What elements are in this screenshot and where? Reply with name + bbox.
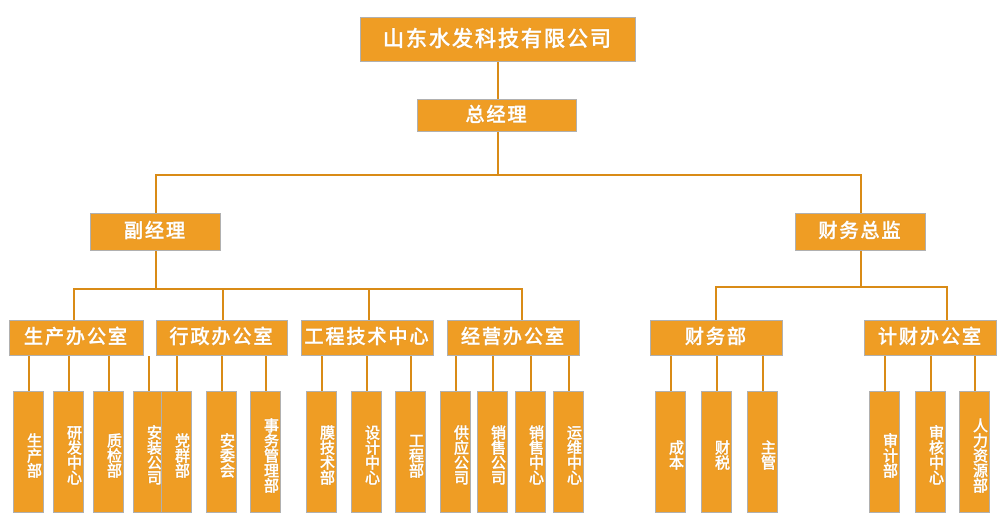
connector-bus-to-deputy [155,174,157,213]
node-supervisor[interactable]: 主管 [747,391,778,513]
node-business-office[interactable]: 经营办公室 [447,320,580,356]
connector-leaf-7 [265,356,267,392]
connector-leaf-15 [670,356,672,392]
node-party-mass-dept[interactable]: 党群部 [161,391,192,513]
connector-leaf-10 [410,356,412,392]
node-engineering-dept[interactable]: 工程部 [395,391,426,513]
connector-leaf-3 [108,356,110,392]
connector-bus-to-engineering-center [368,288,370,321]
node-finance-director[interactable]: 财务总监 [795,213,926,251]
connector-leaf-5 [176,356,178,392]
connector-bus-to-business-office [521,288,523,321]
node-review-center[interactable]: 审核中心 [915,391,946,513]
connector-leaf-20 [974,356,976,392]
node-fiscal-tax[interactable]: 财税 [701,391,732,513]
connector-leaf-18 [884,356,886,392]
node-design-center[interactable]: 设计中心 [351,391,382,513]
connector-leaf-9 [366,356,368,392]
connector-leaf-17 [762,356,764,392]
node-operations-maintenance-center[interactable]: 运维中心 [553,391,584,513]
connector-leaf-1 [28,356,30,392]
connector-deputy-down [155,251,157,289]
connector-leaf-4 [148,356,150,392]
connector-cfo-down [860,251,862,288]
node-sales-company[interactable]: 销售公司 [477,391,508,513]
connector-bus-to-planning-office [946,286,948,321]
connector-leaf-19 [930,356,932,392]
node-engineering-tech-center[interactable]: 工程技术中心 [301,320,434,356]
node-quality-inspection-dept[interactable]: 质检部 [93,391,124,513]
node-planning-finance-office[interactable]: 计财办公室 [864,320,997,356]
node-production-dept[interactable]: 生产部 [13,391,44,513]
node-rnd-center[interactable]: 研发中心 [53,391,84,513]
node-safety-committee[interactable]: 安委会 [206,391,237,513]
connector-leaf-11 [455,356,457,392]
node-production-office[interactable]: 生产办公室 [9,320,144,356]
connector-root-to-gm [497,62,499,100]
connector-leaf-14 [568,356,570,392]
connector-leaf-8 [321,356,323,392]
node-audit-dept[interactable]: 审计部 [869,391,900,513]
node-deputy-manager[interactable]: 副经理 [90,213,221,251]
node-sales-center[interactable]: 销售中心 [515,391,546,513]
connector-bus-to-admin-office [222,288,224,321]
connector-right-dept-bus [715,286,948,288]
node-admin-office[interactable]: 行政办公室 [156,320,288,356]
connector-gm-down [497,131,499,175]
connector-leaf-12 [492,356,494,392]
connector-bus-to-finance-dept [715,286,717,321]
node-human-resources-dept[interactable]: 人力资源部 [959,391,990,513]
connector-bus-to-cfo [860,174,862,213]
connector-leaf-13 [530,356,532,392]
connector-leaf-16 [716,356,718,392]
node-company-root[interactable]: 山东水发科技有限公司 [360,17,636,62]
connector-level3-bus [155,174,862,176]
node-supply-company[interactable]: 供应公司 [440,391,471,513]
connector-bus-to-production-office [73,288,75,321]
node-general-manager[interactable]: 总经理 [417,99,577,132]
connector-leaf-6 [221,356,223,392]
node-finance-department[interactable]: 财务部 [650,320,783,356]
connector-left-dept-bus [73,288,523,290]
node-membrane-tech-dept[interactable]: 膜技术部 [306,391,337,513]
connector-leaf-2 [68,356,70,392]
node-affairs-management-dept[interactable]: 事务管理部 [250,391,281,513]
node-cost[interactable]: 成本 [655,391,686,513]
node-installation-company[interactable]: 安装公司 [133,391,164,513]
